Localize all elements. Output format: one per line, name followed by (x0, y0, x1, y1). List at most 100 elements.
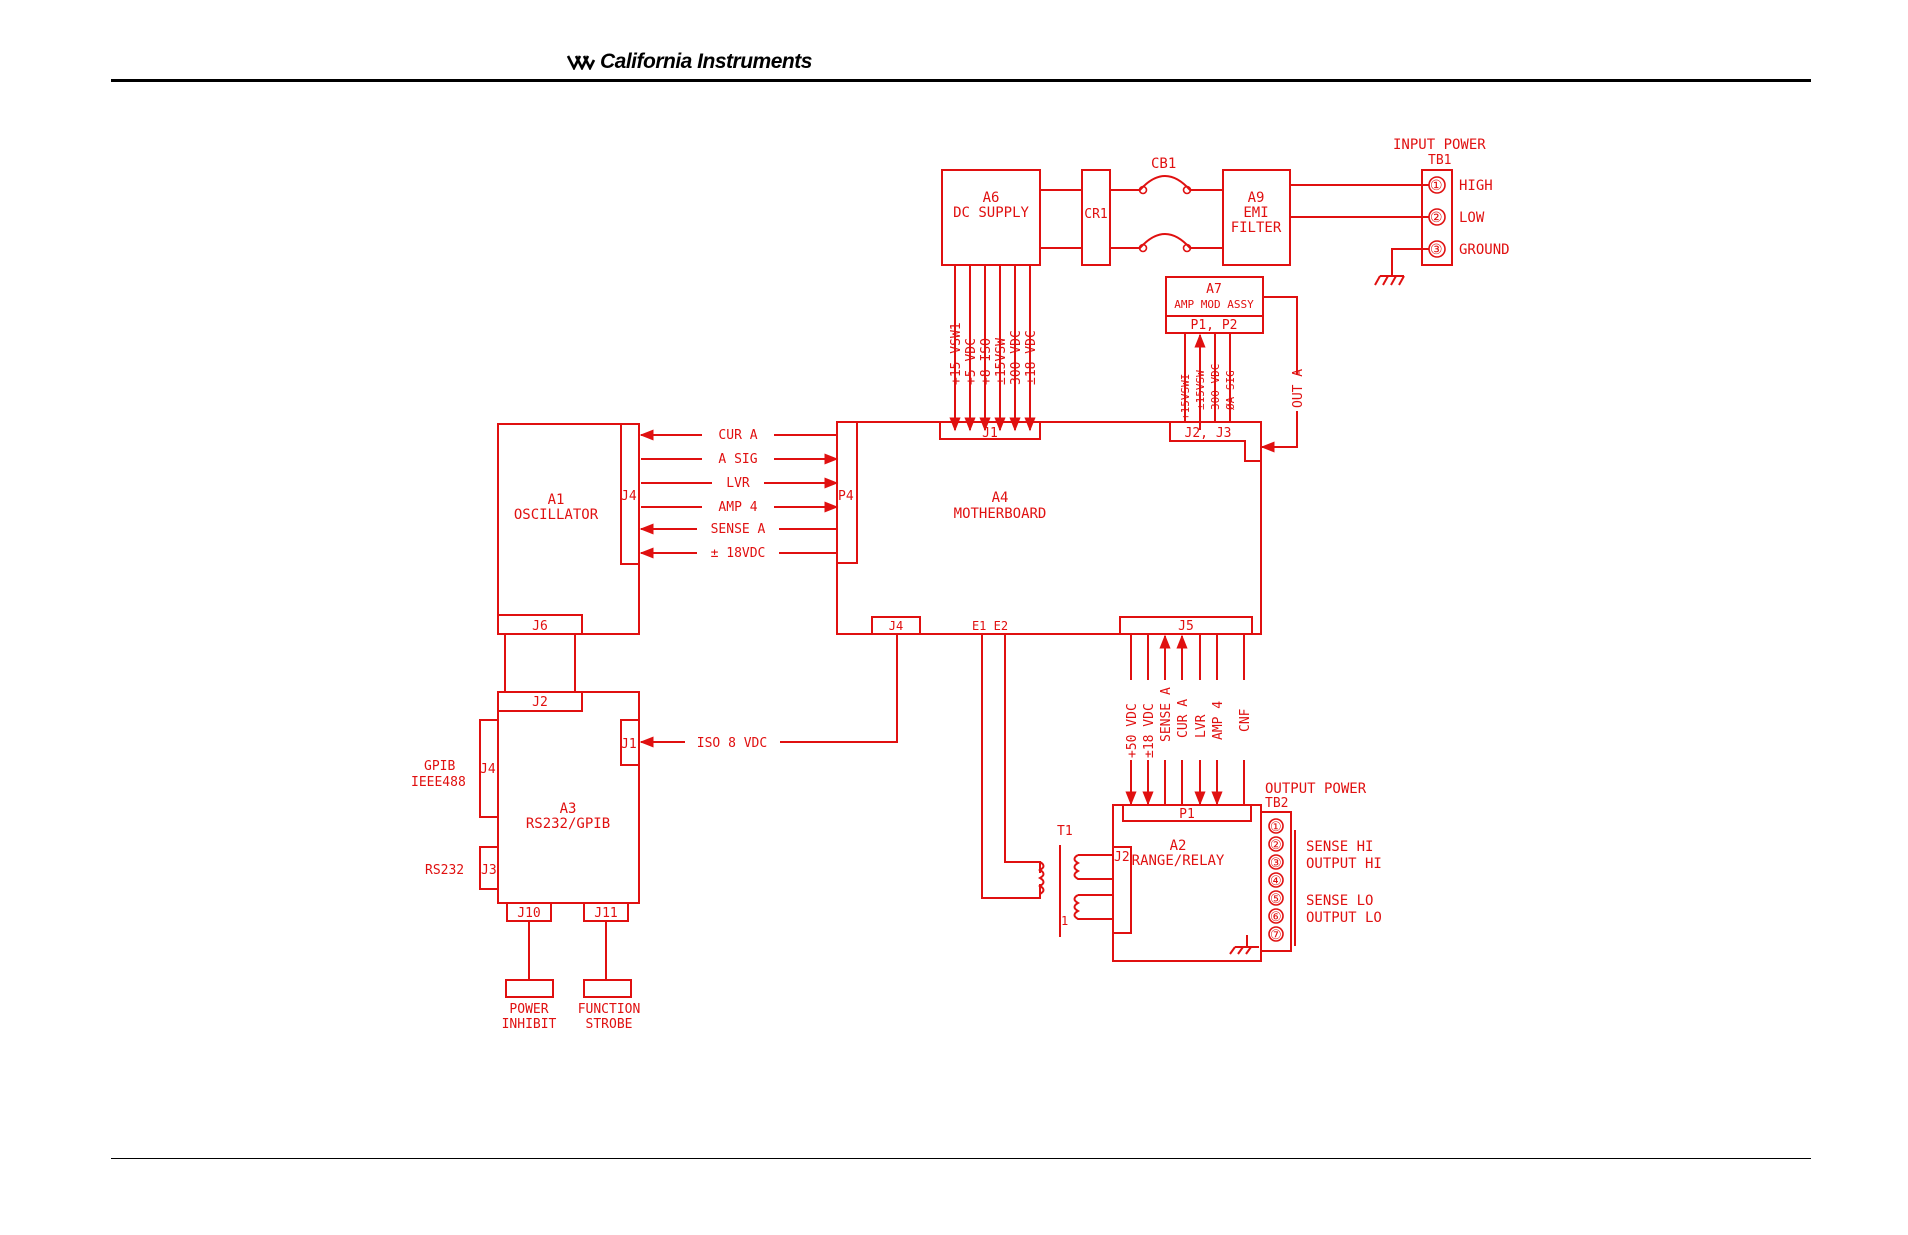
j5-signal-1: +50 VDC (1125, 703, 1140, 758)
tb2-label-sense-hi: SENSE HI (1306, 839, 1373, 855)
tb2-label: TB2 (1265, 796, 1288, 811)
dc-signal-4: ±15VSW (994, 338, 1009, 385)
a2-p1: P1 (1179, 807, 1195, 822)
tb1-label-low: LOW (1459, 210, 1485, 226)
a9-line2: FILTER (1231, 220, 1282, 236)
a7-id: A7 (1206, 282, 1222, 297)
dc-signal-3: +8 ISO (979, 338, 994, 385)
tb2-num-4: ④ (1270, 874, 1282, 889)
a4-motherboard: A4 MOTHERBOARD J1 J2, J3 P4 J4 E1 E2 J5 (836, 421, 1262, 635)
a3-ieee488: IEEE488 (411, 775, 466, 790)
tb2-num-7: ⑦ (1270, 928, 1282, 943)
a7-signal-2: ±15VSW (1194, 370, 1207, 410)
tb2-num-3: ③ (1270, 856, 1282, 871)
a3-rs232-gpib: J2 J1 J4 J3 A3 RS232/GPIB GPIB IEEE488 R… (411, 691, 640, 922)
a2-name: RANGE/RELAY (1132, 853, 1225, 869)
a6-dc-supply: A6 DC SUPPLY +15 VSW1 +5 VDC +8 ISO ±15V… (941, 169, 1041, 432)
a7-out-label: OUT A (1291, 369, 1306, 408)
iso-label: ISO 8 VDC (697, 736, 767, 751)
a3-gpib: GPIB (424, 759, 455, 774)
tb2-num-2: ② (1270, 838, 1282, 853)
a7-name: AMP MOD ASSY (1174, 298, 1254, 311)
a9-emi-filter: A9 EMI FILTER (1222, 169, 1291, 266)
tb1-num-3: ③ (1430, 242, 1443, 258)
header-rule (111, 79, 1811, 82)
a3-j1: J1 (621, 737, 637, 752)
tb1-num-2: ② (1430, 210, 1443, 226)
a7-signal-1: +15VSWI (1179, 374, 1192, 420)
a6-name: DC SUPPLY (953, 205, 1029, 221)
a4-id: A4 (992, 490, 1009, 506)
a7-amp-mod-assy: A7 AMP MOD ASSY P1, P2 +15VSWI ±15VSW 30… (1165, 276, 1306, 453)
tb2-num-6: ⑥ (1270, 910, 1282, 925)
cr1-label: CR1 (1084, 207, 1107, 222)
a7-signal-3: 300 VDC (1209, 364, 1222, 410)
bus-signal-1: CUR A (718, 428, 757, 443)
cb1-breaker: CB1 (1110, 156, 1223, 253)
bus-signal-2: A SIG (718, 452, 757, 467)
a2-j2: J2 (1114, 850, 1130, 865)
a3-name: RS232/GPIB (526, 816, 610, 832)
a7-signal-4: ØA SIG (1224, 370, 1237, 410)
cb1-label: CB1 (1151, 156, 1176, 172)
a1-name: OSCILLATOR (514, 507, 599, 523)
a3-j4: J4 (480, 762, 496, 777)
j5-signal-4: CUR A (1176, 699, 1191, 738)
tb2-terminal-block (1260, 811, 1292, 952)
tb2-label-output-hi: OUTPUT HI (1306, 856, 1382, 872)
a2-range-relay: P1 J2 A2 RANGE/RELAY (1112, 804, 1262, 962)
tb2-num-5: ⑤ (1270, 892, 1282, 907)
tb1-label-high: HIGH (1459, 178, 1493, 194)
bus-signal-3: LVR (726, 476, 750, 491)
j5-signal-3: SENSE A (1159, 687, 1174, 742)
a4-j1: J1 (982, 426, 998, 441)
bus-signal-6: ± 18VDC (711, 546, 766, 561)
a2-ground-icon (1229, 935, 1259, 955)
function-strobe-line1: FUNCTION (578, 1002, 641, 1017)
footer-rule (111, 1158, 1811, 1159)
power-inhibit-line1: POWER (509, 1002, 548, 1017)
t1-pin: 1 (1061, 914, 1068, 928)
power-inhibit-connector (505, 979, 554, 998)
input-power-title: INPUT POWER (1393, 137, 1486, 153)
j5-signal-5: LVR (1194, 714, 1209, 738)
input-power-block: INPUT POWER TB1 ① ② ③ HIGH LOW GROUND (1290, 137, 1510, 286)
dc-signal-5: 300 VDC (1009, 330, 1024, 385)
bus-signal-5: SENSE A (711, 522, 766, 537)
brand-mark-icon (566, 55, 596, 71)
a1-oscillator: J4 A1 OSCILLATOR J6 (497, 423, 640, 635)
a4-name: MOTHERBOARD (954, 506, 1047, 522)
a4-j23: J2, J3 (1185, 426, 1232, 441)
dc-signal-6: ±18 VDC (1024, 330, 1039, 385)
j5-signal-7: CNF (1238, 708, 1253, 732)
j5-signal-bundle: +50 VDC ±18 VDC SENSE A CUR A LVR AMP 4 … (1120, 634, 1256, 806)
a7-conn: P1, P2 (1191, 318, 1238, 333)
tb2-num-1: ① (1270, 820, 1282, 835)
power-inhibit-line2: INHIBIT (502, 1017, 557, 1032)
external-connectors: POWER INHIBIT FUNCTION STROBE (502, 921, 641, 1032)
t1-transformer: T1 1 (981, 634, 1113, 937)
a3-j2: J2 (532, 695, 548, 710)
a3-j11: J11 (594, 906, 617, 921)
input-ground-icon (1374, 248, 1429, 286)
a3-j10: J10 (517, 906, 540, 921)
tb2-label-output-lo: OUTPUT LO (1306, 910, 1382, 926)
a1-id: A1 (548, 492, 565, 508)
a9-id: A9 (1248, 190, 1265, 206)
j5-signal-2: ±18 VDC (1142, 703, 1157, 758)
a4-j5: J5 (1178, 619, 1194, 634)
a4-p4: P4 (838, 489, 854, 504)
a1-j6: J6 (532, 619, 548, 634)
a4-j4: J4 (889, 619, 903, 633)
output-power-title: OUTPUT POWER (1265, 781, 1367, 797)
ribbon-a1-a3 (504, 634, 576, 692)
dc-signal-2: +5 VDC (964, 338, 979, 385)
iso-8vdc-line: ISO 8 VDC (639, 634, 898, 751)
bus-signal-4: AMP 4 (718, 500, 757, 515)
oscillator-bus: CUR A A SIG LVR AMP 4 SENSE A ± 18VDC (639, 425, 839, 561)
dc-signal-1: +15 VSW1 (949, 322, 964, 385)
function-strobe-line2: STROBE (586, 1017, 633, 1032)
brand-logo: California Instruments (566, 50, 812, 76)
a3-id: A3 (560, 801, 577, 817)
